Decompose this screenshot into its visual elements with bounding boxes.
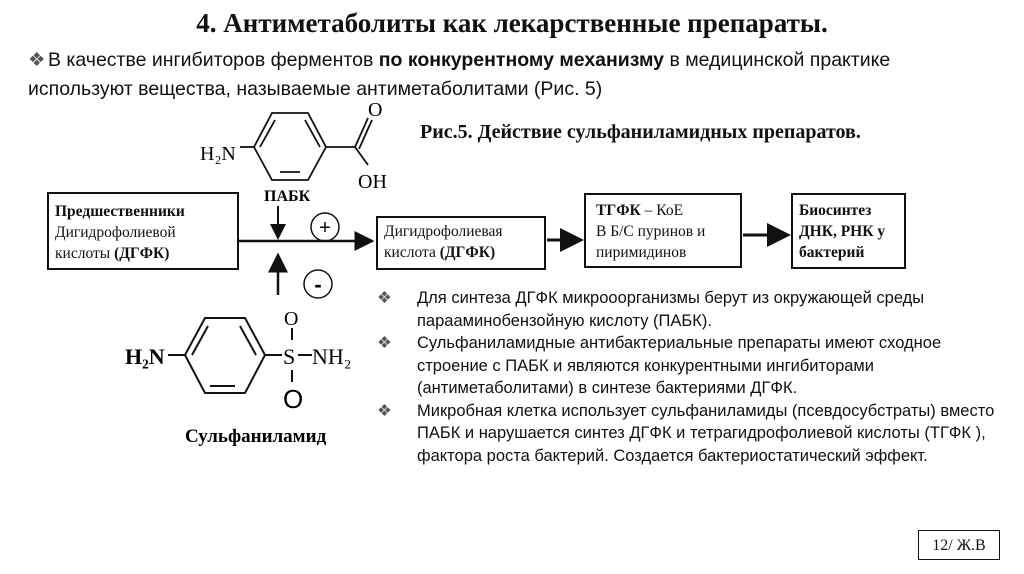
- box-precursors: Предшественники Дигидрофолиевой кислоты …: [47, 192, 239, 270]
- box2-line2-bold: (ДГФК): [439, 244, 496, 261]
- page-number: 12/ Ж.В: [918, 530, 1000, 560]
- sulfa-nh2: NH₂: [312, 344, 351, 369]
- box4-line3: бактерий: [799, 244, 865, 261]
- sulfa-s: S: [283, 344, 295, 369]
- bullet-icon: ❖: [377, 289, 392, 307]
- box-thfa: ТГФК – КоЕ В Б/С пуринов и пиримидинов: [584, 193, 742, 268]
- box-dhfa: Дигидрофолиевая кислота (ДГФК): [376, 216, 546, 270]
- box1-line1: Предшественники: [55, 203, 185, 220]
- pabk-o: O: [368, 99, 382, 121]
- box1-line3: кислоты: [55, 245, 115, 262]
- list-item: ❖ Микробная клетка использует сульфанилам…: [377, 400, 1007, 468]
- box-biosynthesis: Биосинтез ДНК, РНК у бактерий: [791, 193, 906, 269]
- box3-line3: пиримидинов: [596, 244, 687, 261]
- sulfa-structure: [168, 317, 312, 394]
- box3-line1: – КоЕ: [640, 202, 684, 219]
- box4-line2: ДНК, РНК у: [799, 223, 886, 240]
- box2-line2: кислота: [384, 244, 440, 261]
- box1-line3-bold: (ДГФК): [114, 245, 170, 262]
- minus-sign: -: [314, 272, 321, 297]
- intro-paragraph: ❖В качестве ингибиторов ферментов по кон…: [28, 46, 988, 104]
- pabk-h2n: H₂N: [200, 143, 236, 165]
- pabk-structure: [240, 112, 373, 181]
- box3-line2: В Б/С пуринов и: [596, 223, 706, 240]
- box4-line1: Биосинтез: [799, 202, 872, 219]
- pabk-label: ПАБК: [264, 188, 311, 205]
- bullet-icon: ❖: [28, 49, 46, 71]
- bullet-text: Микробная клетка использует сульфанилами…: [417, 401, 995, 465]
- intro-bold: по конкурентному механизму: [378, 49, 665, 71]
- list-item: ❖ Сульфаниламидные антибактериальные преп…: [377, 332, 1007, 400]
- minus-circle: [303, 269, 333, 299]
- bullet-list: ❖ Для синтеза ДГФК микрооорганизмы берут …: [377, 287, 1007, 468]
- box2-line1: Дигидрофолиевая: [384, 223, 503, 240]
- sulfa-label: Сульфаниламид: [185, 426, 327, 447]
- intro-text-end: в медицинской практике используют вещест…: [28, 49, 891, 100]
- sulfa-o-top: O: [284, 308, 298, 330]
- sulfa-o-bottom: O: [283, 384, 303, 414]
- bullet-text: Для синтеза ДГФК микрооорганизмы берут и…: [417, 289, 925, 330]
- bullet-icon: ❖: [377, 334, 392, 352]
- figure-caption: Рис.5. Действие сульфаниламидных препара…: [420, 121, 861, 143]
- sulfa-h2n: H₂N: [125, 344, 165, 369]
- intro-text: В качестве ингибиторов ферментов: [48, 49, 379, 71]
- plus-sign: +: [319, 217, 331, 239]
- bullet-icon: ❖: [377, 401, 392, 420]
- slide-title: 4. Антиметаболиты как лекарственные преп…: [196, 8, 828, 38]
- box1-line2: Дигидрофолиевой: [55, 224, 176, 241]
- list-item: ❖ Для синтеза ДГФК микрооорганизмы берут …: [377, 287, 1007, 332]
- box3-line1-bold: ТГФК: [596, 202, 641, 219]
- pabk-oh: OH: [358, 171, 387, 193]
- bullet-text: Сульфаниламидные антибактериальные препа…: [417, 334, 942, 397]
- plus-circle: [310, 212, 340, 242]
